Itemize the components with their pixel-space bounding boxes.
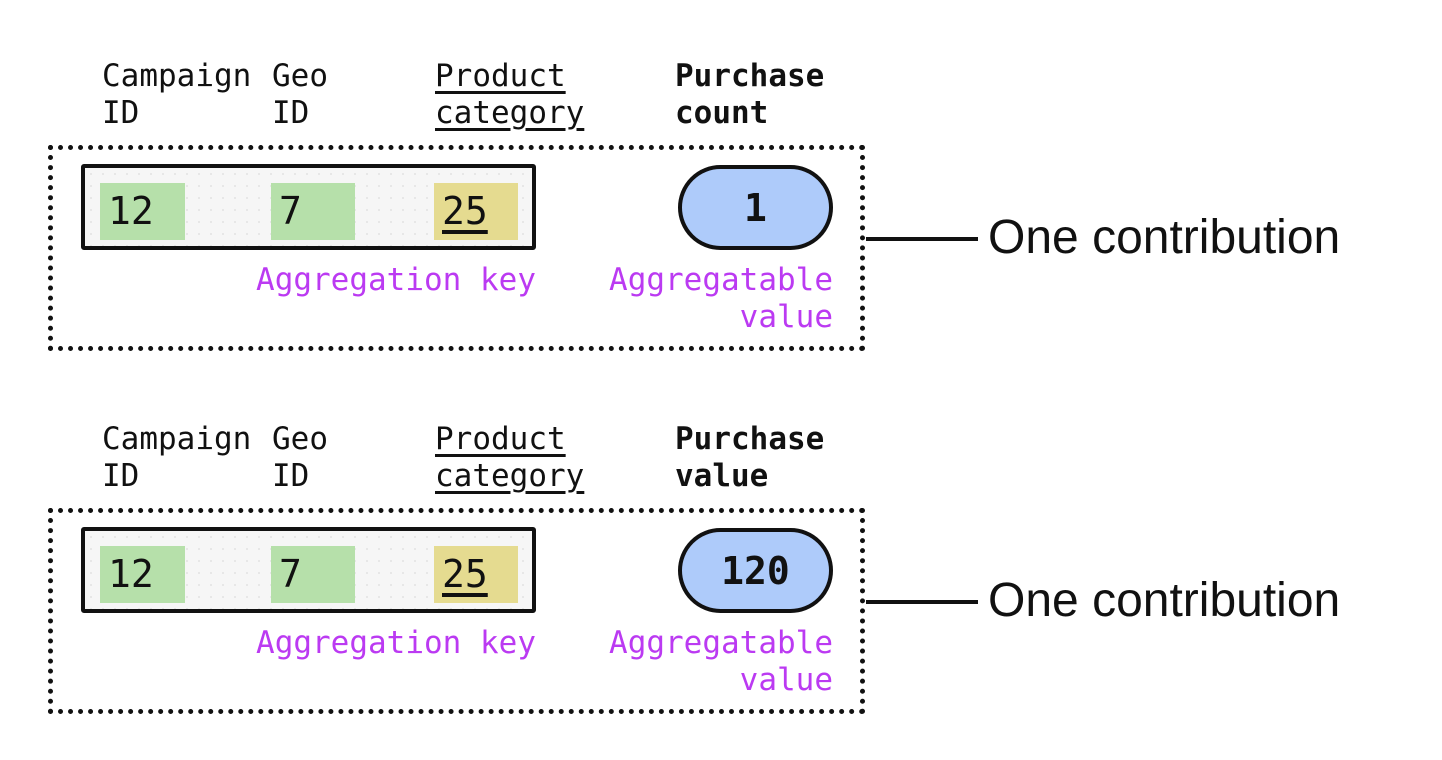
campaign-id-value: 12 [108,189,154,233]
geo-id-label: Geo ID [272,58,328,131]
product-category-cell: 25 [434,546,518,603]
one-contribution-label: One contribution [988,211,1341,264]
geo-id-value: 7 [279,189,302,233]
campaign-id-label: Campaign ID [102,58,252,131]
contribution-block: Campaign ID Geo ID Product category Purc… [0,0,1442,363]
purchase-count-label: Purchase count [675,58,825,131]
geo-id-cell: 7 [271,183,355,240]
campaign-id-cell: 12 [100,546,185,603]
contribution-block: Campaign ID Geo ID Product category Purc… [0,363,1442,726]
aggregation-key-caption: Aggregation key [256,625,536,661]
campaign-id-cell: 12 [100,183,185,240]
contribution-boundary-box [48,508,865,714]
aggregatable-value-number: 1 [744,185,767,230]
aggregatable-value-pill: 1 [678,165,833,250]
aggregatable-value-caption: Aggregatable value [609,625,833,698]
product-category-label: Product category [435,58,585,131]
geo-id-value: 7 [279,552,302,596]
product-category-value: 25 [442,552,488,596]
campaign-id-value: 12 [108,552,154,596]
geo-id-cell: 7 [271,546,355,603]
product-category-cell: 25 [434,183,518,240]
purchase-value-label: Purchase value [675,421,825,494]
aggregatable-value-pill: 120 [678,528,833,613]
product-category-value: 25 [442,189,488,233]
aggregatable-value-caption: Aggregatable value [609,262,833,335]
one-contribution-label: One contribution [988,574,1341,627]
campaign-id-label: Campaign ID [102,421,252,494]
geo-id-label: Geo ID [272,421,328,494]
callout-connector-line [866,600,978,604]
contribution-boundary-box [48,145,865,351]
product-category-label: Product category [435,421,585,494]
aggregation-key-caption: Aggregation key [256,262,536,298]
aggregatable-value-number: 120 [721,548,790,593]
callout-connector-line [866,237,978,241]
